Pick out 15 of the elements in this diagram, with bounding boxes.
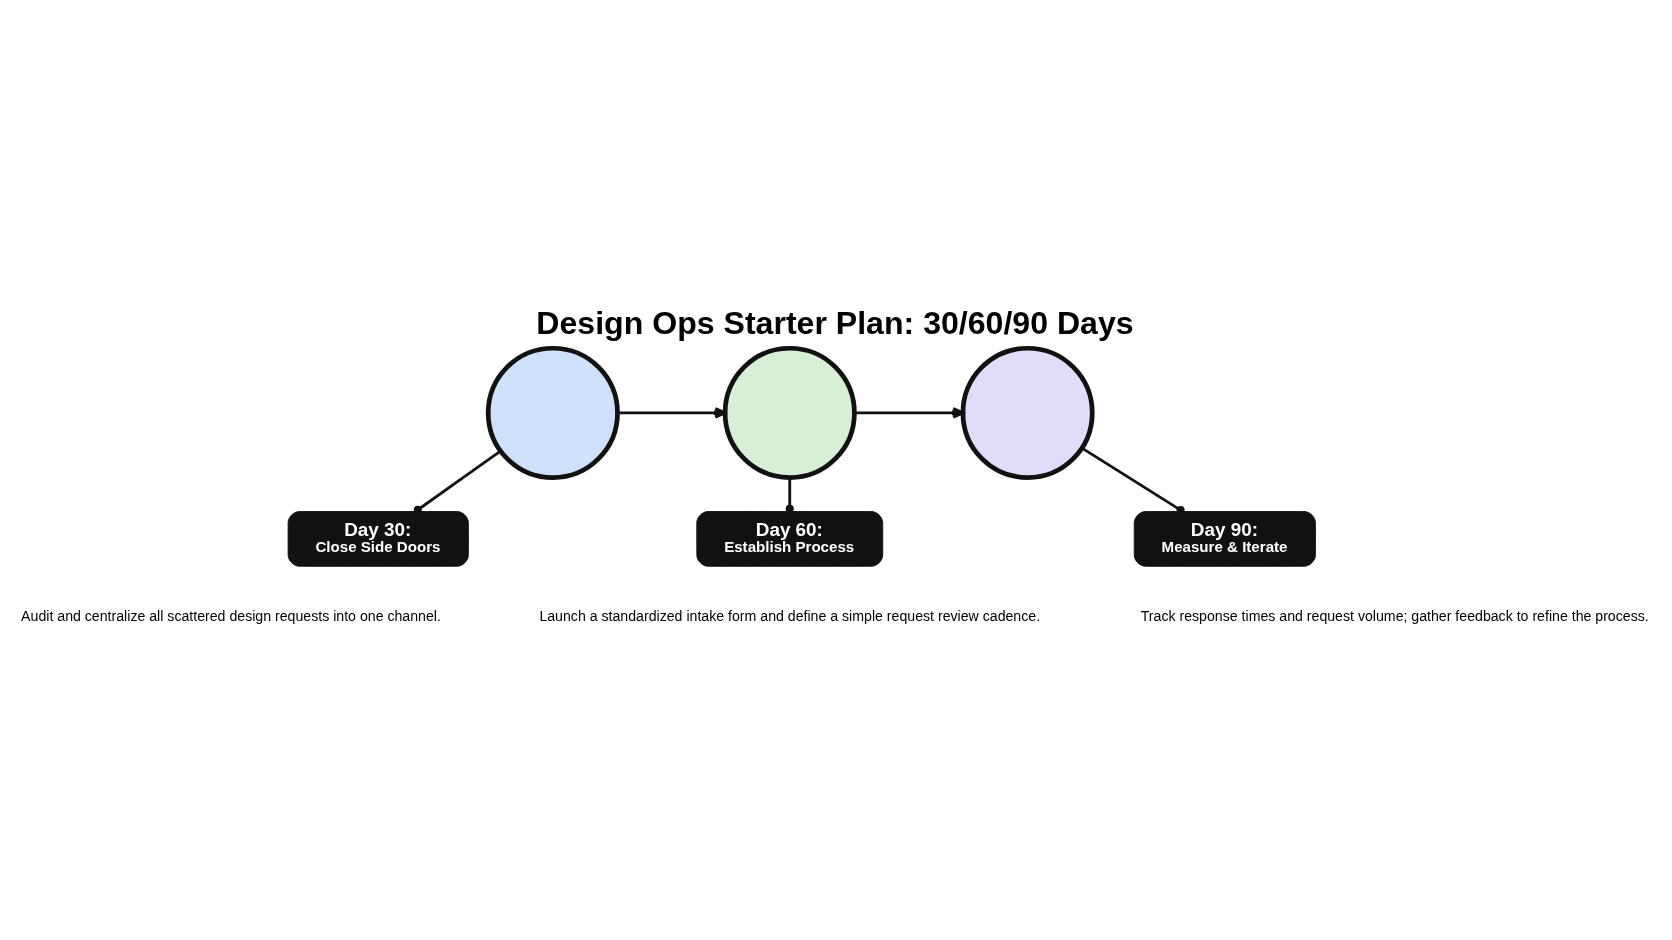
arrow <box>854 407 965 419</box>
node-circle <box>960 345 1095 480</box>
connector <box>1081 446 1185 515</box>
connector <box>413 449 502 514</box>
node-box: Day 30: Close Side Doors <box>287 511 469 567</box>
connector <box>785 477 794 513</box>
node-circle <box>485 345 620 480</box>
diagram-title: Design Ops Starter Plan: 30/60/90 Days <box>536 305 1134 342</box>
node-label: Launch a standardized intake form and define a simple request review cadence. <box>539 607 1041 624</box>
node-box: Day 60: Establish Process <box>696 511 884 567</box>
node-label: Audit and centralize all scattered design requests into one channel. <box>21 607 441 624</box>
node-label: Track response times and request volume; gather feedback to refine the process. <box>1140 607 1649 624</box>
node-box: Day 90: Measure & Iterate <box>1133 511 1316 567</box>
node-circle <box>722 345 857 480</box>
arrow <box>617 407 727 419</box>
